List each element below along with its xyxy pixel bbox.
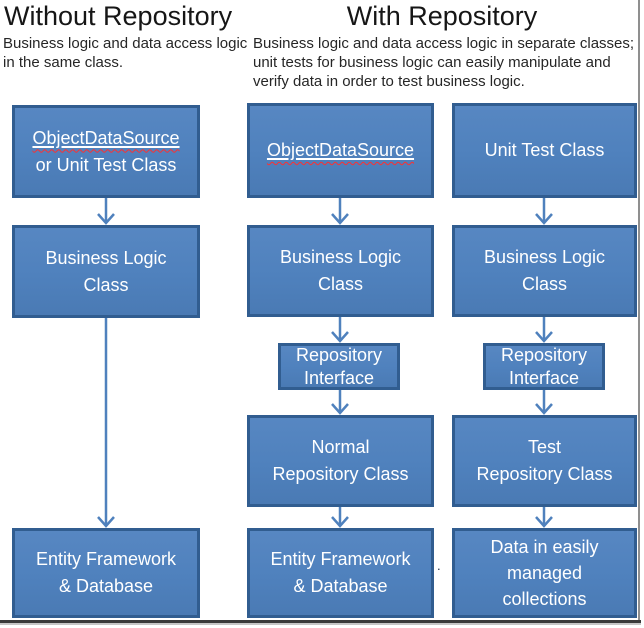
box-objectdatasource: ObjectDataSource	[247, 103, 434, 198]
box-label-line: Entity Framework	[35, 549, 177, 569]
box-label-line: Class	[83, 274, 129, 295]
description-line: unit tests for business logic can easily…	[253, 54, 611, 71]
box-label-line: Business Logic	[279, 247, 402, 267]
spellchecked-word: ObjectDataSource	[32, 127, 180, 148]
image-border-right	[638, 0, 640, 621]
connector-arrow-down-icon	[535, 317, 553, 343]
box-label-line: or Unit Test Class	[35, 154, 177, 175]
spellchecked-word: ObjectDataSource	[266, 140, 415, 160]
box-label-line: Entity Framework	[270, 549, 411, 569]
description-line: Business logic and data access logic	[3, 35, 248, 52]
box-label-line: Business Logic	[483, 247, 606, 267]
box-repository-interface-middle: Repository Interface	[278, 343, 400, 390]
box-label-line: collections	[502, 589, 587, 609]
box-label-line: Interface	[303, 367, 375, 388]
box-label-line: Unit Test Class	[484, 140, 605, 160]
box-label-line: Normal	[311, 437, 370, 457]
stray-period-mark: .	[437, 558, 441, 573]
connector-arrow-down-icon	[331, 198, 349, 225]
connector-arrow-down-icon	[535, 507, 553, 528]
box-label-line: ObjectDataSource	[267, 137, 414, 164]
box-label-line: Business Logic	[45, 247, 167, 268]
box-label-line: Interface	[508, 367, 580, 388]
connector-arrow-down-icon	[535, 198, 553, 225]
connector-arrow-down-icon	[97, 198, 115, 225]
box-label-line: Data in easily	[490, 537, 599, 557]
box-data-in-easily-managed-collections: Data in easily managed collections	[452, 528, 637, 618]
box-label-line: & Database	[293, 576, 388, 596]
connector-arrow-down-icon	[535, 390, 553, 415]
box-test-repository-class: Test Repository Class	[452, 415, 637, 507]
description-line: verify data in order to test business lo…	[253, 73, 525, 90]
box-label-line: Class	[521, 274, 567, 294]
box-label-line: & Database	[58, 576, 154, 596]
box-label-line: managed	[506, 563, 583, 583]
connector-arrow-down-icon	[97, 318, 115, 528]
description-line: in the same class.	[3, 54, 124, 71]
connector-arrow-down-icon	[331, 507, 349, 528]
box-label-line: Repository	[500, 344, 588, 365]
box-label-line: Test	[527, 437, 561, 457]
connector-arrow-down-icon	[331, 317, 349, 343]
box-label-line: Repository Class	[272, 464, 409, 484]
box-entity-framework-database-middle: Entity Framework & Database	[247, 528, 434, 618]
box-entity-framework-database-left: Entity Framework & Database	[12, 528, 200, 618]
section-title-without-repository: Without Repository	[4, 1, 233, 31]
box-label-line: ObjectDataSource	[32, 125, 179, 152]
box-repository-interface-right: Repository Interface	[483, 343, 605, 390]
box-label-line: Class	[317, 274, 363, 294]
box-label-line: Repository Class	[476, 464, 613, 484]
image-border-bottom-shadow	[0, 623, 641, 625]
box-business-logic-class-left: Business Logic Class	[12, 225, 200, 318]
description-without-repository: Business logic and data access logic in …	[3, 34, 247, 72]
box-business-logic-class-middle: Business Logic Class	[247, 225, 434, 317]
section-title-with-repository: With Repository	[346, 1, 538, 31]
box-unit-test-class: Unit Test Class	[452, 103, 637, 198]
connector-arrow-down-icon	[331, 390, 349, 415]
box-normal-repository-class: Normal Repository Class	[247, 415, 434, 507]
box-label-line: Repository	[295, 344, 383, 365]
box-objectdatasource-or-unit-test-class: ObjectDataSource or Unit Test Class	[12, 105, 200, 198]
box-business-logic-class-right: Business Logic Class	[452, 225, 637, 317]
description-line: Business logic and data access logic in …	[253, 35, 635, 52]
description-with-repository: Business logic and data access logic in …	[253, 34, 634, 91]
image-border-bottom	[0, 620, 641, 623]
